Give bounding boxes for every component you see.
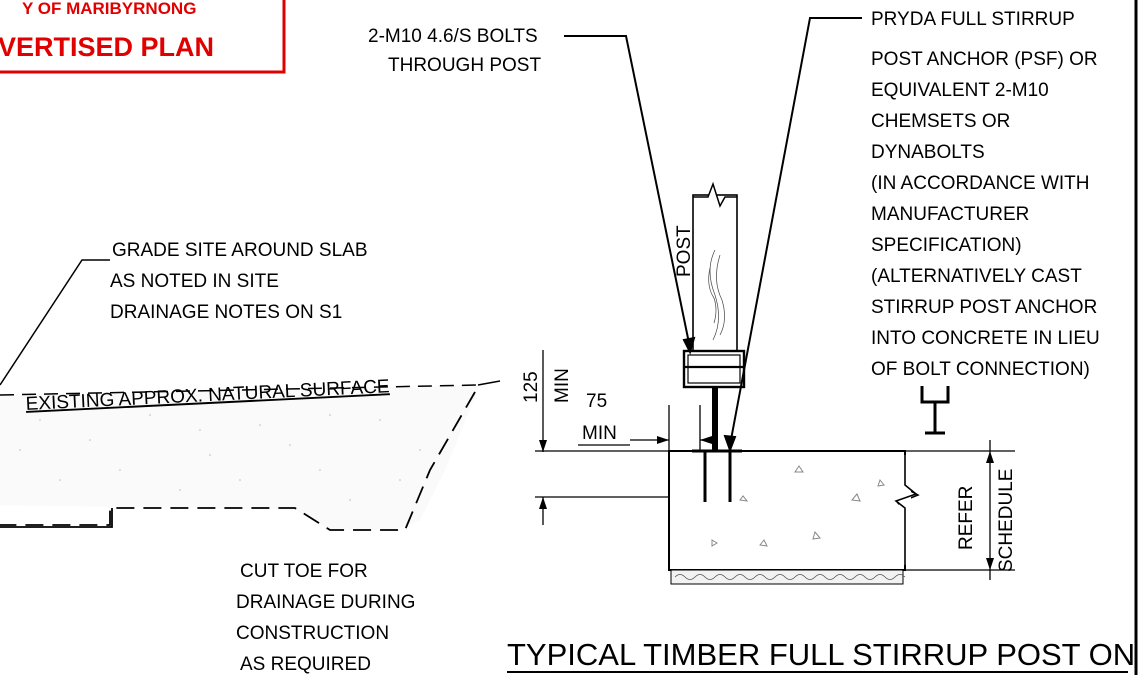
grade-note-line: DRAINAGE NOTES ON S1 (110, 302, 342, 323)
cut-toe-note: CUT TOE FOR DRAINAGE DURING CONSTRUCTION… (236, 561, 415, 675)
refer-label: REFER (956, 486, 977, 550)
grade-note-line: AS NOTED IN SITE (110, 271, 279, 292)
cut-toe-note-line: CONSTRUCTION (236, 623, 389, 644)
stirrup-bracket (682, 349, 746, 502)
anchor-note-line: CHEMSETS OR (871, 111, 1010, 132)
timber-post (692, 181, 738, 352)
stamp-line-1: Y OF MARIBYRNONG (22, 0, 196, 18)
anchor-note: PRYDA FULL STIRRUP POST ANCHOR (PSF) OR … (871, 9, 1100, 380)
cut-toe-note-line: DRAINAGE DURING (236, 592, 415, 613)
bolts-note-line: 2-M10 4.6/S BOLTS (368, 26, 538, 47)
cut-toe-note-line: CUT TOE FOR (240, 561, 368, 582)
anchor-note-line: (ALTERNATIVELY CAST (871, 266, 1082, 287)
anchor-note-line: STIRRUP POST ANCHOR (871, 297, 1097, 318)
dim-75-value: 75 (586, 391, 607, 412)
cut-toe-note-line: AS REQUIRED (240, 654, 371, 675)
anchor-note-line: DYNABOLTS (871, 142, 985, 163)
ground-section (0, 380, 501, 531)
concrete-footing (668, 450, 920, 585)
anchor-note-line: SPECIFICATION) (871, 235, 1022, 256)
dim-125-min: MIN (552, 368, 573, 403)
dim-75-min: MIN (582, 423, 617, 444)
anchor-note-line: (IN ACCORDANCE WITH (871, 173, 1090, 194)
advertised-plan-stamp: Y OF MARIBYRNONG VERTISED PLAN (0, 0, 286, 74)
grade-note: GRADE SITE AROUND SLAB AS NOTED IN SITE … (110, 240, 368, 323)
post-label: POST (674, 225, 695, 277)
leader-lines (0, 17, 862, 453)
anchor-note-line: EQUIVALENT 2-M10 (871, 80, 1049, 101)
stamp-line-2: VERTISED PLAN (0, 32, 214, 62)
anchor-note-line: INTO CONCRETE IN LIEU (871, 328, 1100, 349)
anchor-note-line: POST ANCHOR (PSF) OR (871, 49, 1098, 70)
bolts-note-line: THROUGH POST (388, 55, 541, 76)
grade-note-line: GRADE SITE AROUND SLAB (112, 240, 368, 261)
detail-title: TYPICAL TIMBER FULL STIRRUP POST ON (507, 637, 1135, 672)
anchor-note-line: OF BOLT CONNECTION) (871, 359, 1090, 380)
schedule-label: SCHEDULE (996, 469, 1017, 572)
anchor-note-line: MANUFACTURER (871, 204, 1029, 225)
dim-125-value: 125 (521, 371, 542, 403)
anchor-note-line: PRYDA FULL STIRRUP (871, 9, 1075, 30)
bolts-note: 2-M10 4.6/S BOLTS THROUGH POST (368, 26, 541, 76)
dimension-lines (535, 350, 1015, 580)
section-marker (920, 386, 950, 435)
